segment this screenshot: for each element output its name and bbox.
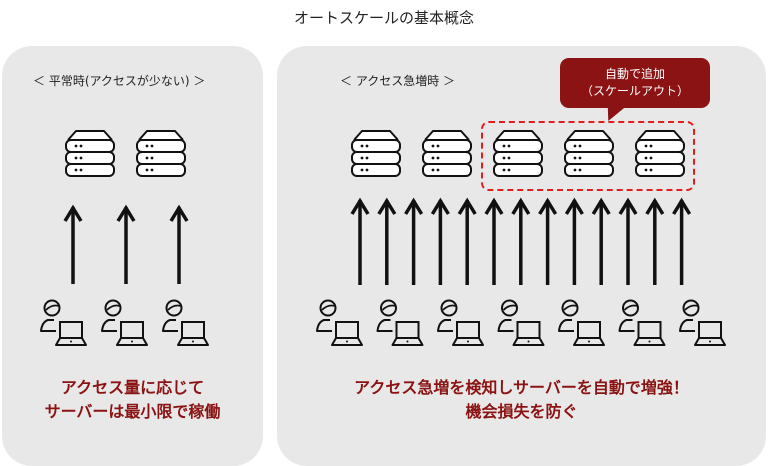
arrow-up-icon <box>430 197 450 285</box>
added-servers-highlight <box>481 121 695 191</box>
surge-state-subtitle: ＜ アクセス急増時 ＞ <box>340 74 456 88</box>
arrow-up-icon <box>404 197 424 285</box>
normal-state-caption: アクセス量に応じて サーバーは最小限で稼働 <box>2 376 263 424</box>
server-stack-icon <box>493 130 543 177</box>
server-stack-icon <box>635 130 685 177</box>
callout-line1: 自動で追加 <box>604 67 665 81</box>
surge-caption-line1: アクセス急増を検知しサーバーを自動で増強！ <box>354 378 689 397</box>
arrow-up-icon <box>591 197 611 285</box>
arrow-up-icon <box>645 197 665 285</box>
normal-state-subtitle: ＜ 平常時(アクセスが少ない) ＞ <box>33 74 206 88</box>
user-laptop-icon <box>376 299 424 346</box>
normal-caption-line1: アクセス量に応じて <box>60 378 205 397</box>
user-laptop-icon <box>101 299 148 346</box>
arrow-up-icon <box>538 197 558 285</box>
server-stack-icon <box>136 130 186 177</box>
user-laptop-icon <box>618 299 666 346</box>
arrow-up-icon <box>457 197 477 285</box>
arrow-up-icon <box>672 197 692 285</box>
callout-line2: （スケールアウト） <box>580 84 689 98</box>
arrow-up-icon <box>116 204 136 284</box>
arrow-up-icon <box>564 197 584 285</box>
user-laptop-icon <box>437 299 484 346</box>
user-laptop-icon <box>162 299 209 346</box>
arrow-up-icon <box>377 197 397 285</box>
server-stack-icon <box>564 130 614 177</box>
diagram-title: オートスケールの基本概念 <box>293 9 474 27</box>
icon-layer <box>40 130 726 346</box>
arrow-up-icon <box>511 197 531 285</box>
arrow-up-icon <box>63 204 83 284</box>
surge-caption-line2: 機会損失を防ぐ <box>465 402 578 421</box>
server-stack-icon <box>422 130 472 177</box>
surge-state-caption: アクセス急増を検知しサーバーを自動で増強！ 機会損失を防ぐ <box>277 376 766 424</box>
normal-state-panel <box>2 46 263 466</box>
arrow-up-icon <box>350 197 370 285</box>
user-laptop-icon <box>40 299 87 346</box>
arrow-up-icon <box>484 197 504 285</box>
server-stack-icon <box>351 130 401 177</box>
user-laptop-icon <box>679 299 726 346</box>
user-laptop-icon <box>558 299 605 346</box>
user-laptop-icon <box>497 299 545 346</box>
arrow-up-icon <box>169 204 189 284</box>
scale-out-callout: 自動で追加 （スケールアウト） <box>560 58 710 108</box>
normal-caption-line2: サーバーは最小限で稼働 <box>44 402 221 421</box>
user-laptop-icon <box>316 299 363 346</box>
server-stack-icon <box>65 130 115 177</box>
arrow-up-icon <box>618 197 638 285</box>
